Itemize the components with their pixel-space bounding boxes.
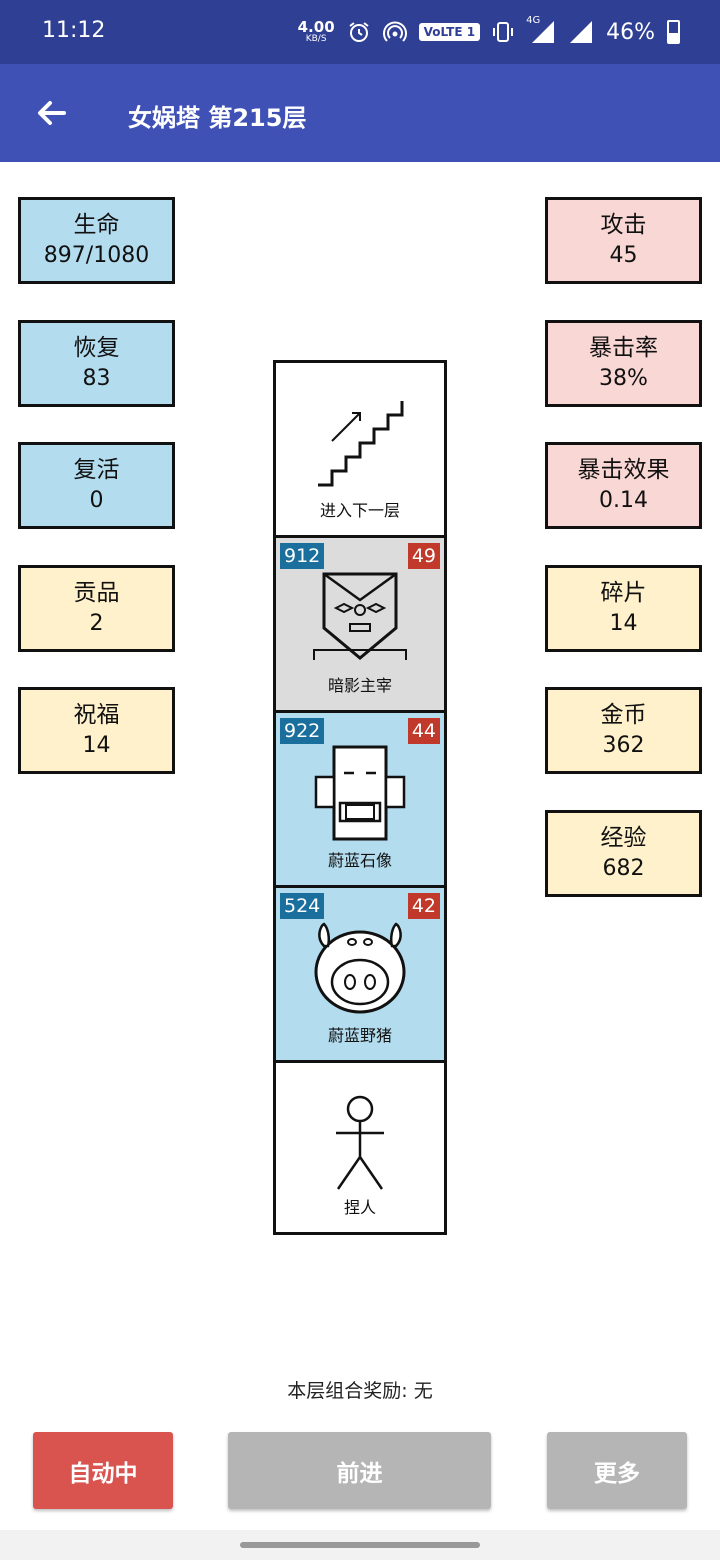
stat-exp: 经验 682 — [545, 810, 702, 897]
stat-revive: 复活 0 — [18, 442, 175, 529]
cell-name: 蔚蓝石像 — [327, 851, 392, 870]
tower-column: 进入下一层 912 49 暗影主宰 922 44 蔚蓝石像 524 — [273, 360, 447, 1235]
stat-value: 0 — [89, 488, 104, 514]
status-icons: 4.00 KB/S VoLTE 1 4G 46% — [298, 14, 680, 50]
hotspot-icon — [382, 21, 407, 42]
boar-icon — [314, 922, 406, 1014]
system-nav-bar — [0, 1530, 720, 1560]
stat-gold: 金币 362 — [545, 687, 702, 774]
stat-label: 生命 — [73, 212, 120, 238]
stat-attack: 攻击 45 — [545, 197, 702, 284]
enemy-hp-badge: 922 — [280, 718, 325, 744]
more-button[interactable]: 更多 — [547, 1432, 687, 1509]
back-arrow-icon[interactable] — [30, 91, 74, 135]
cell-name: 捏人 — [343, 1198, 376, 1217]
net-speed-unit: KB/S — [305, 34, 327, 44]
stat-label: 碎片 — [600, 580, 647, 606]
cell-name: 暗影主宰 — [327, 676, 392, 695]
stat-label: 金币 — [600, 702, 647, 728]
stat-value: 0.14 — [599, 488, 648, 514]
stat-label: 暴击效果 — [577, 457, 670, 483]
forward-button[interactable]: 前进 — [228, 1432, 491, 1509]
stat-label: 祝福 — [73, 702, 120, 728]
stat-value: 682 — [602, 856, 645, 882]
stat-tribute: 贡品 2 — [18, 565, 175, 652]
stat-label: 暴击率 — [589, 335, 658, 361]
battery-percent: 46% — [606, 19, 655, 45]
stat-value: 45 — [609, 243, 638, 269]
enemy-attack-badge: 42 — [407, 893, 440, 919]
page-title: 女娲塔 第215层 — [128, 104, 307, 132]
tower-cell-player[interactable]: 捏人 — [273, 1060, 447, 1235]
network-type: 4G — [526, 15, 541, 26]
status-bar: 11:12 4.00 KB/S VoLTE 1 4G 46% — [0, 0, 720, 64]
stat-label: 复活 — [73, 457, 120, 483]
auto-button[interactable]: 自动中 — [33, 1432, 173, 1509]
robot-statue-icon — [314, 745, 406, 841]
stat-value: 897/1080 — [43, 243, 150, 269]
enemy-attack-badge: 44 — [407, 718, 440, 744]
enemy-hp-badge: 912 — [280, 543, 325, 569]
stat-blessing: 祝福 14 — [18, 687, 175, 774]
stat-value: 362 — [602, 733, 645, 759]
tower-cell-next-floor[interactable]: 进入下一层 — [273, 360, 447, 535]
stat-value: 14 — [82, 733, 111, 759]
vibrate-icon — [493, 22, 514, 42]
stat-crit-effect: 暴击效果 0.14 — [545, 442, 702, 529]
tower-cell-enemy[interactable]: 922 44 蔚蓝石像 — [273, 710, 447, 885]
home-gesture-handle[interactable] — [240, 1542, 480, 1548]
enemy-hp-badge: 524 — [280, 893, 325, 919]
app-bar: 女娲塔 第215层 — [0, 64, 720, 162]
cell-name: 进入下一层 — [319, 501, 400, 520]
stat-value: 38% — [599, 366, 648, 392]
battery-icon — [667, 20, 680, 44]
stat-crit-rate: 暴击率 38% — [545, 320, 702, 407]
mobile-signal-icon: 4G — [526, 15, 556, 45]
signal-icon — [570, 21, 593, 43]
stat-label: 贡品 — [73, 580, 120, 606]
status-time: 11:12 — [42, 18, 106, 43]
combo-reward-text: 本层组合奖励: 无 — [287, 1380, 433, 1402]
stat-hp: 生命 897/1080 — [18, 197, 175, 284]
stairs-icon — [318, 401, 404, 487]
stat-label: 经验 — [600, 825, 647, 851]
shadow-mask-icon — [313, 572, 407, 660]
tower-cell-enemy[interactable]: 524 42 蔚蓝野猪 — [273, 885, 447, 1060]
enemy-attack-badge: 49 — [407, 543, 440, 569]
alarm-icon — [349, 22, 369, 42]
stat-label: 攻击 — [600, 212, 647, 238]
cell-name: 蔚蓝野猪 — [327, 1026, 392, 1045]
stat-value: 2 — [89, 611, 104, 637]
stat-shards: 碎片 14 — [545, 565, 702, 652]
tower-cell-enemy[interactable]: 912 49 暗影主宰 — [273, 535, 447, 710]
stat-value: 14 — [609, 611, 638, 637]
stat-regen: 恢复 83 — [18, 320, 175, 407]
net-speed-value: 4.00 — [297, 18, 335, 36]
stat-value: 83 — [82, 366, 111, 392]
volte-badge: VoLTE 1 — [418, 23, 481, 41]
stick-figure-icon — [336, 1095, 384, 1190]
net-speed: 4.00 KB/S — [298, 20, 335, 44]
stat-label: 恢复 — [73, 335, 120, 361]
